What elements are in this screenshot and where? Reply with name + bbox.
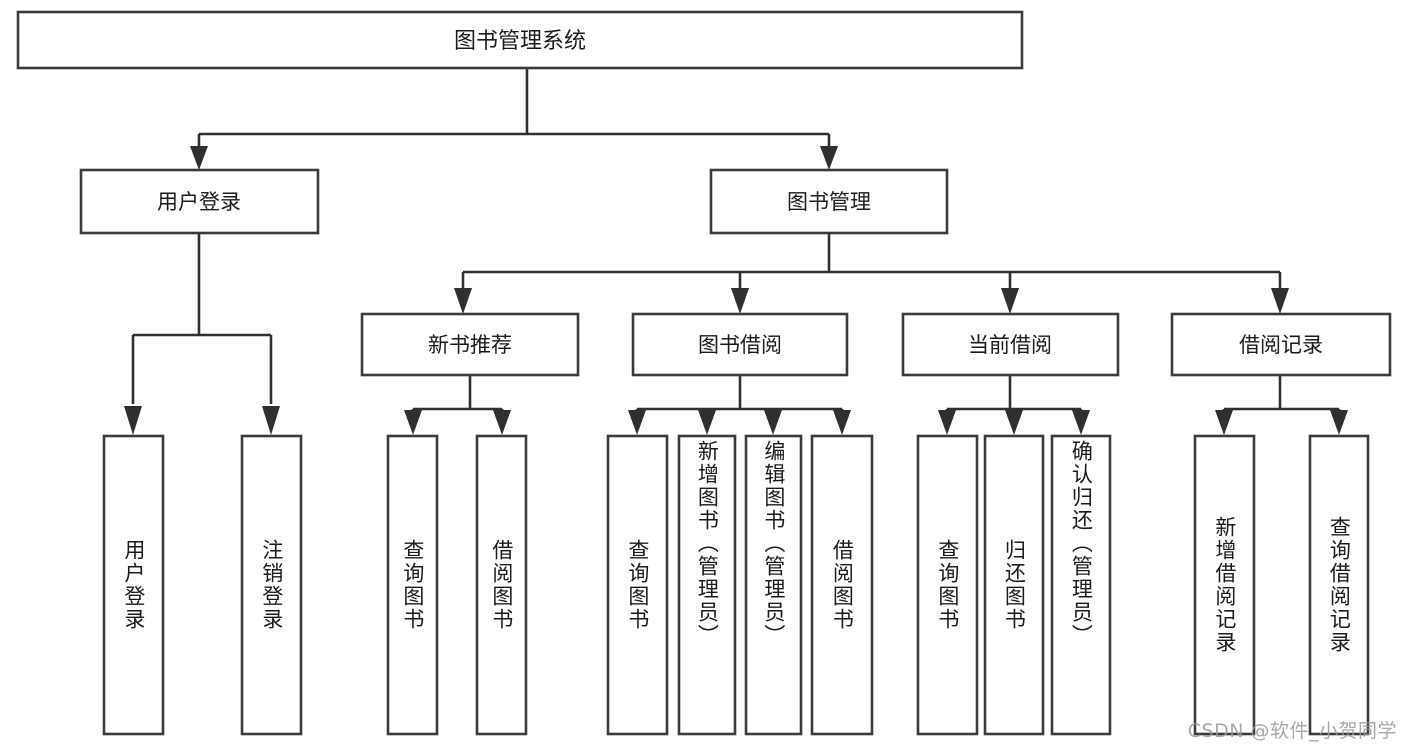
node-leaf-query-book-1-box[interactable] (386, 434, 439, 736)
arrowhead-leaf-user-logout (262, 406, 280, 435)
arrowhead-leaf-query-book-3 (938, 410, 956, 435)
arrowhead-leaf-borrow-book-2 (833, 410, 851, 435)
node-book-manage-label: 图书管理 (787, 190, 871, 214)
node-book-manage-box[interactable] (709, 168, 949, 235)
node-leaf-edit-book-box[interactable] (744, 434, 803, 736)
connectors-group (124, 68, 1348, 435)
arrowhead-leaf-user-login (124, 406, 142, 435)
node-leaf-query-record-box[interactable] (1308, 434, 1370, 736)
nodes-group: 图书管理系统 用户登录 图书管理 新书推荐 图书借阅 当前借阅 借阅记录 (16, 10, 1392, 736)
node-new-book-rec-label: 新书推荐 (428, 333, 512, 357)
node-borrow-record-label: 借阅记录 (1239, 333, 1323, 357)
arrowhead-leaf-query-book-2 (628, 410, 646, 435)
arrowhead-user-login (190, 146, 208, 170)
node-leaf-return-book-box[interactable] (983, 434, 1045, 736)
node-current-borrow-label: 当前借阅 (968, 333, 1052, 357)
node-current-borrow-box[interactable] (901, 312, 1120, 377)
node-borrow-record-box[interactable] (1170, 312, 1392, 377)
node-root-box[interactable] (16, 10, 1024, 70)
arrowhead-new-book-rec (454, 288, 472, 314)
node-leaf-user-login-box[interactable] (102, 434, 165, 736)
node-leaf-borrow-book-1-box[interactable] (475, 434, 528, 736)
node-leaf-add-book-box[interactable] (677, 434, 737, 736)
arrowhead-leaf-query-record (1330, 410, 1348, 435)
node-leaf-confirm-return-box[interactable] (1050, 434, 1112, 736)
node-leaf-borrow-book-2-box[interactable] (810, 434, 874, 736)
arrowhead-borrow-record (1271, 288, 1289, 314)
arrowhead-leaf-query-book-1 (404, 410, 422, 435)
arrowhead-leaf-add-book (698, 410, 716, 435)
node-new-book-rec-box[interactable] (360, 312, 580, 377)
arrowhead-leaf-edit-book (764, 410, 782, 435)
arrowhead-leaf-confirm-return (1072, 410, 1090, 435)
arrowhead-book-borrow (731, 288, 749, 314)
arrowhead-leaf-return-book (1005, 410, 1023, 435)
node-leaf-user-logout-box[interactable] (240, 434, 303, 736)
node-user-login-box[interactable] (79, 168, 320, 235)
arrowhead-leaf-add-record (1215, 410, 1233, 435)
arrowhead-leaf-borrow-book-1 (493, 410, 511, 435)
node-root-label: 图书管理系统 (454, 29, 586, 54)
arrowhead-current-borrow (1001, 288, 1019, 314)
node-book-borrow-box[interactable] (631, 312, 849, 377)
node-book-borrow-label: 图书借阅 (698, 333, 782, 357)
node-leaf-add-record-box[interactable] (1193, 434, 1256, 736)
node-user-login-label: 用户登录 (157, 190, 241, 214)
node-leaf-query-book-2-box[interactable] (606, 434, 669, 736)
node-leaf-query-book-3-box[interactable] (916, 434, 979, 736)
arrowhead-book-manage (820, 146, 838, 170)
